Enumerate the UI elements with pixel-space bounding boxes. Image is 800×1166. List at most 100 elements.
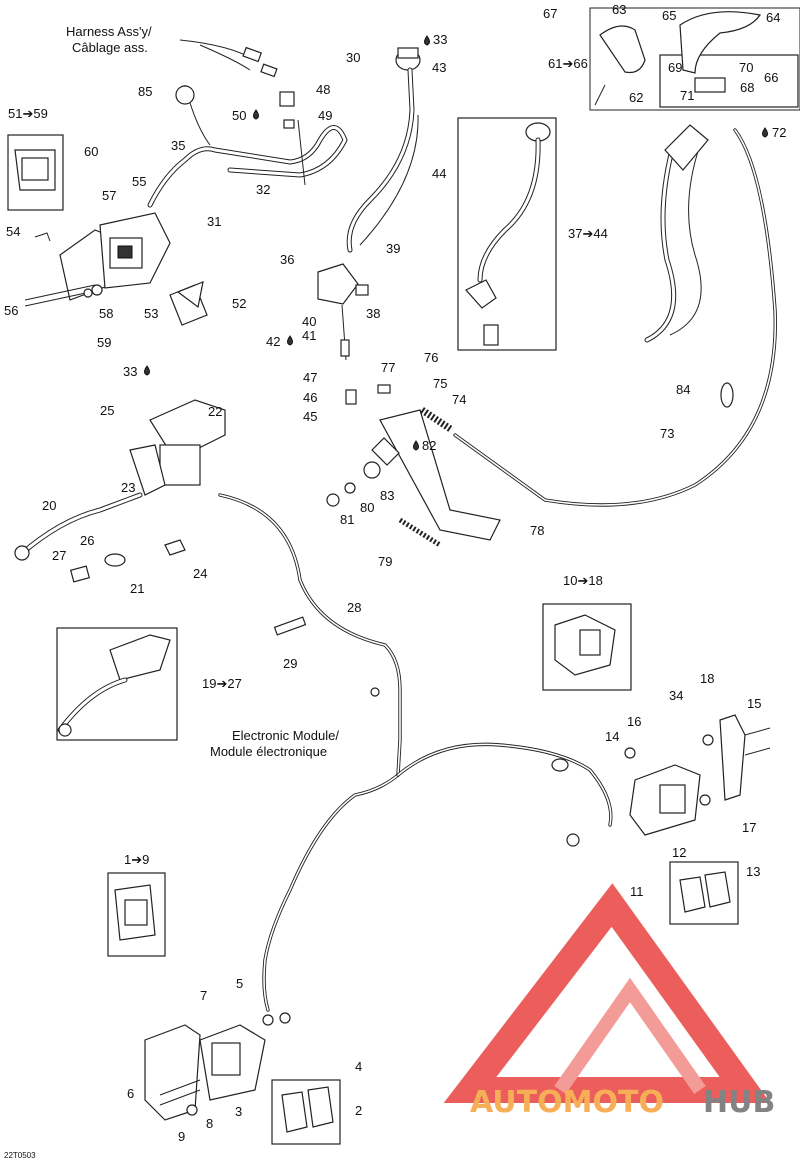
inset-switch: [694, 77, 726, 93]
harness-label-fr: Câblage ass.: [72, 40, 148, 55]
callout-number: 8: [206, 1116, 213, 1131]
callout-number: 77: [381, 360, 395, 375]
callout-number: 59: [97, 335, 111, 350]
range-label: 1➔9: [124, 852, 149, 867]
callout-number: 39: [386, 241, 400, 256]
callout-number: 31: [207, 214, 221, 229]
reservoir-master-cylinder: [317, 47, 421, 405]
callout-number: 20: [42, 498, 56, 513]
part-48: [279, 91, 295, 107]
right-front-caliper: [566, 714, 771, 925]
callout-number: 4: [355, 1059, 362, 1074]
callout-number: 7: [200, 988, 207, 1003]
callout-number: 16: [627, 714, 641, 729]
range-label: 19➔27: [202, 676, 242, 691]
callout-number: 26: [80, 533, 94, 548]
callout-number: 27: [52, 548, 66, 563]
fluid-drop-icon: [144, 365, 150, 376]
callout-number: 6: [127, 1086, 134, 1101]
callout-number: 23: [121, 480, 135, 495]
watermark-logo-inner: [554, 977, 706, 1095]
callout-number: 13: [746, 864, 760, 879]
callout-number: 48: [316, 82, 330, 97]
fluid-label: 33: [123, 364, 150, 379]
cable-84-73: [453, 124, 777, 507]
harness-connector: [179, 39, 278, 78]
range-label: 37➔44: [568, 226, 608, 241]
fluid-number: 50: [232, 108, 246, 123]
fluid-drop-icon: [253, 109, 259, 120]
fluid-label: 50: [232, 108, 259, 123]
callout-number: 54: [6, 224, 20, 239]
callout-number: 47: [303, 370, 317, 385]
callout-number: 30: [346, 50, 360, 65]
callout-number: 64: [766, 10, 780, 25]
watermark-text-hub: HUB: [703, 1085, 775, 1120]
inset-lever-mount: [599, 25, 646, 74]
range-label: 61➔66: [548, 56, 588, 71]
callout-number: 60: [84, 144, 98, 159]
callout-number: 63: [612, 2, 626, 17]
rear-caliper-assembly: [24, 212, 208, 326]
caliper-inset-51-59: [7, 134, 64, 211]
callout-number: 35: [171, 138, 185, 153]
harness-label-en: Harness Ass'y/: [66, 24, 152, 39]
callout-number: 9: [178, 1129, 185, 1144]
fluid-drop-icon: [413, 440, 419, 451]
fluid-drop-icon: [287, 335, 293, 346]
fluid-number: 82: [422, 438, 436, 453]
brake-pedal-assembly: [326, 384, 501, 548]
callout-number: 68: [740, 80, 754, 95]
callout-number: 38: [366, 306, 380, 321]
callout-number: 66: [764, 70, 778, 85]
callout-number: 43: [432, 60, 446, 75]
callout-number: 29: [283, 656, 297, 671]
inset-10-18: [542, 603, 632, 691]
callout-number: 49: [318, 108, 332, 123]
callout-number: 22: [208, 404, 222, 419]
callout-number: 52: [232, 296, 246, 311]
module-label-en: Electronic Module/: [232, 728, 339, 743]
fluid-label: 33: [424, 32, 447, 47]
callout-number: 2: [355, 1103, 362, 1118]
fluid-label: 82: [413, 438, 436, 453]
fluid-number: 42: [266, 334, 280, 349]
inset-lever: [679, 11, 761, 74]
callout-number: 85: [138, 84, 152, 99]
callout-number: 5: [236, 976, 243, 991]
callout-number: 21: [130, 581, 144, 596]
fluid-label: 42: [266, 334, 293, 349]
fluid-number: 33: [433, 32, 447, 47]
callout-number: 79: [378, 554, 392, 569]
callout-number: 75: [433, 376, 447, 391]
callout-number: 40: [302, 314, 316, 329]
callout-number: 24: [193, 566, 207, 581]
callout-number: 14: [605, 729, 619, 744]
callout-number: 12: [672, 845, 686, 860]
callout-number: 67: [543, 6, 557, 21]
callout-number: 17: [742, 820, 756, 835]
callout-number: 69: [668, 60, 682, 75]
callout-number: 11: [630, 884, 644, 899]
lower-left-caliper: [144, 1012, 341, 1145]
callout-number: 25: [100, 403, 114, 418]
inset-37-44: [457, 117, 557, 351]
brake-hose-35: [147, 84, 348, 208]
callout-number: 34: [669, 688, 683, 703]
callout-number: 70: [739, 60, 753, 75]
callout-number: 62: [629, 90, 643, 105]
lever-inset-box: [589, 7, 800, 111]
range-label: 51➔59: [8, 106, 48, 121]
watermark-text-automoto: AUTOMOTO: [470, 1085, 664, 1120]
range-label: 10➔18: [563, 573, 603, 588]
fluid-drop-icon: [762, 127, 768, 138]
callout-number: 28: [347, 600, 361, 615]
module-label-fr: Module électronique: [210, 744, 327, 759]
fluid-number: 33: [123, 364, 137, 379]
callout-number: 36: [280, 252, 294, 267]
callout-number: 53: [144, 306, 158, 321]
callout-number: 73: [660, 426, 674, 441]
fluid-drop-icon: [424, 35, 430, 46]
